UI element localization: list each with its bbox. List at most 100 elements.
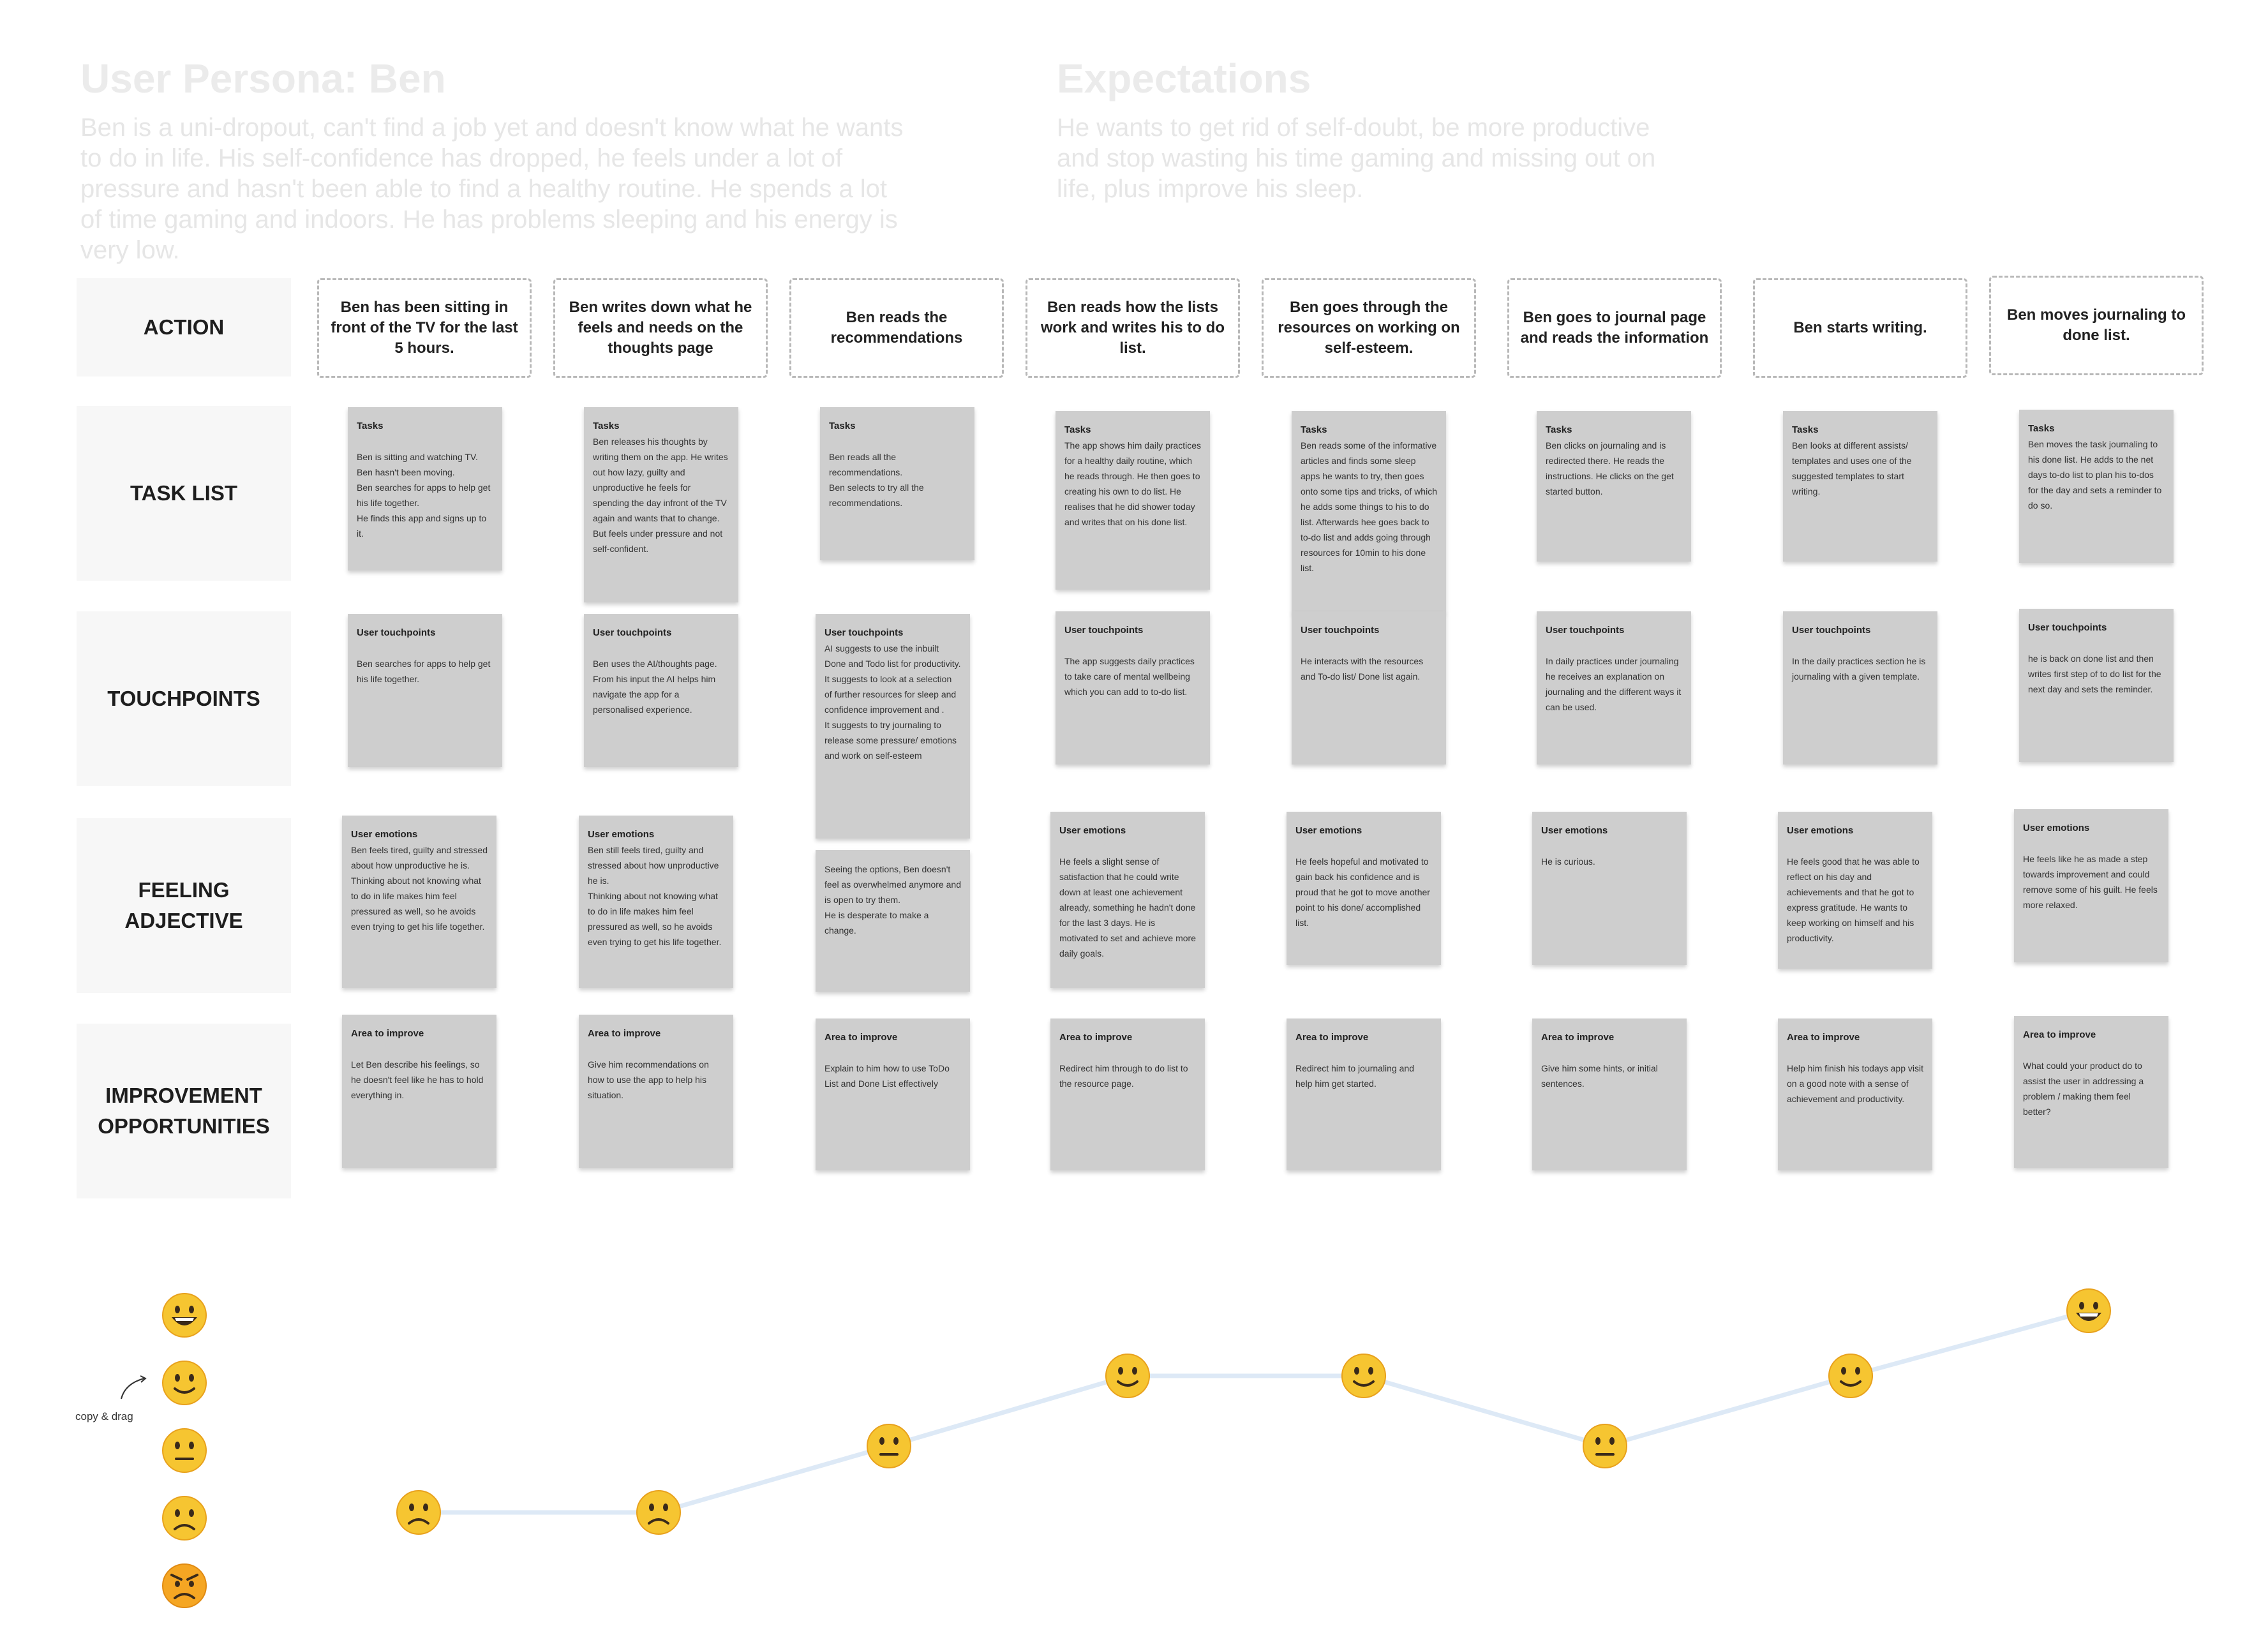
journey-point-4-smiling-face-icon[interactable] (1105, 1354, 1150, 1398)
emotion-note-body: He feels hopeful and motivated to gain b… (1295, 856, 1430, 928)
improve-note-title: Area to improve (588, 1028, 661, 1039)
emotion-note-body: Ben still feels tired, guilty and stress… (588, 845, 722, 947)
emotion-note-title: User emotions (351, 829, 418, 840)
action-step-8[interactable]: Ben moves journaling to done list. (1989, 276, 2204, 375)
persona-section: User Persona: Ben Ben is a uni-dropout, … (80, 56, 910, 265)
action-step-1[interactable]: Ben has been sitting in front of the TV … (317, 278, 532, 378)
improve-note-title: Area to improve (1059, 1032, 1133, 1043)
journey-point-3-neutral-face-icon[interactable] (867, 1424, 911, 1468)
grinning-face-icon[interactable] (161, 1292, 208, 1339)
improve-note-body: Give him recommendations on how to use t… (588, 1059, 709, 1100)
task-note-title: Tasks (829, 421, 856, 431)
emotion-note-title: User emotions (2023, 823, 2090, 833)
task-note-body: Ben releases his thoughts by writing the… (593, 436, 728, 554)
frowning-face-icon[interactable] (161, 1495, 208, 1542)
task-note-body: Ben looks at different assists/ template… (1792, 440, 1912, 496)
touchpoint-note-title: User touchpoints (1792, 625, 1871, 636)
emotion-note-body: Seeing the options, Ben doesn't feel as … (824, 864, 962, 936)
copy-drag-hint: copy & drag (75, 1410, 133, 1422)
copy-drag-arrowhead (140, 1375, 147, 1383)
touchpoint-note-title: User touchpoints (593, 627, 672, 638)
journey-point-1-frowning-face-icon[interactable] (396, 1490, 441, 1535)
copy-drag-arrow (121, 1378, 145, 1399)
row-label-improvement-opportunities: IMPROVEMENT OPPORTUNITIES (77, 1024, 291, 1198)
emotion-note-title: User emotions (1295, 825, 1362, 836)
emotion-note-8[interactable]: User emotions He feels like he as made a … (2014, 809, 2168, 962)
angry-face-icon[interactable] (161, 1562, 208, 1609)
improve-note-body: Redirect him to journaling and help him … (1295, 1063, 1414, 1089)
emotion-note-3[interactable]: Seeing the options, Ben doesn't feel as … (816, 850, 970, 992)
task-note-body: Ben is sitting and watching TV. Ben hasn… (357, 452, 491, 539)
emotion-note-5[interactable]: User emotions He feels hopeful and motiva… (1287, 812, 1441, 965)
action-step-6[interactable]: Ben goes to journal page and reads the i… (1507, 278, 1722, 378)
touchpoint-note-7[interactable]: User touchpoints In the daily practices s… (1783, 611, 1937, 765)
touchpoint-note-body: Ben searches for apps to help get his li… (357, 659, 491, 684)
improve-note-title: Area to improve (824, 1032, 898, 1043)
touchpoint-note-title: User touchpoints (357, 627, 436, 638)
touchpoint-note-body: AI suggests to use the inbuilt Done and … (824, 643, 961, 761)
journey-point-8-grinning-face-icon[interactable] (2066, 1288, 2111, 1333)
neutral-face-icon[interactable] (161, 1427, 208, 1474)
row-label-feeling-adjective: FEELING ADJECTIVE (77, 818, 291, 993)
action-step-5[interactable]: Ben goes through the resources on workin… (1262, 278, 1476, 378)
emotion-note-body: He feels a slight sense of satisfaction … (1059, 856, 1197, 959)
row-label-touchpoints: TOUCHPOINTS (77, 611, 291, 786)
emotion-note-title: User emotions (588, 829, 655, 840)
expectations-section: Expectations He wants to get rid of self… (1057, 56, 1695, 204)
touchpoint-note-title: User touchpoints (1546, 625, 1625, 636)
journey-point-2-frowning-face-icon[interactable] (636, 1490, 681, 1535)
emotion-note-body: He feels like he as made a step towards … (2023, 854, 2158, 910)
improve-note-body: Redirect him through to do list to the r… (1059, 1063, 1188, 1089)
touchpoint-note-body: Ben uses the AI/thoughts page. From his … (593, 659, 717, 715)
journey-point-6-neutral-face-icon[interactable] (1583, 1424, 1627, 1468)
persona-description: Ben is a uni-dropout, can't find a job y… (80, 114, 904, 265)
touchpoint-note-body: In the daily practices section he is jou… (1792, 656, 1926, 682)
task-note-body: Ben reads some of the informative articl… (1301, 440, 1437, 573)
journey-point-5-smiling-face-icon[interactable] (1341, 1354, 1386, 1398)
smiling-face-icon[interactable] (161, 1359, 208, 1406)
improve-note-title: Area to improve (351, 1028, 424, 1039)
touchpoint-note-body: The app suggests daily practices to take… (1064, 656, 1195, 697)
journey-point-7-smiling-face-icon[interactable] (1828, 1354, 1873, 1398)
improve-note-body: Give him some hints, or initial sentence… (1541, 1063, 1658, 1089)
touchpoint-note-title: User touchpoints (1064, 625, 1144, 636)
task-note-body: Ben reads all the recommendations. Ben s… (829, 452, 924, 508)
action-step-3[interactable]: Ben reads the recommendations (789, 278, 1004, 378)
action-step-2[interactable]: Ben writes down what he feels and needs … (553, 278, 768, 378)
action-step-7[interactable]: Ben starts writing. (1753, 278, 1967, 378)
touchpoint-note-body: he is back on done list and then writes … (2028, 653, 2161, 694)
action-step-4[interactable]: Ben reads how the lists work and writes … (1026, 278, 1240, 378)
emotion-note-body: He is curious. (1541, 856, 1595, 867)
task-note-body: Ben clicks on journaling and is redirect… (1546, 440, 1674, 496)
improve-note-body: Let Ben describe his feelings, so he doe… (351, 1059, 484, 1100)
